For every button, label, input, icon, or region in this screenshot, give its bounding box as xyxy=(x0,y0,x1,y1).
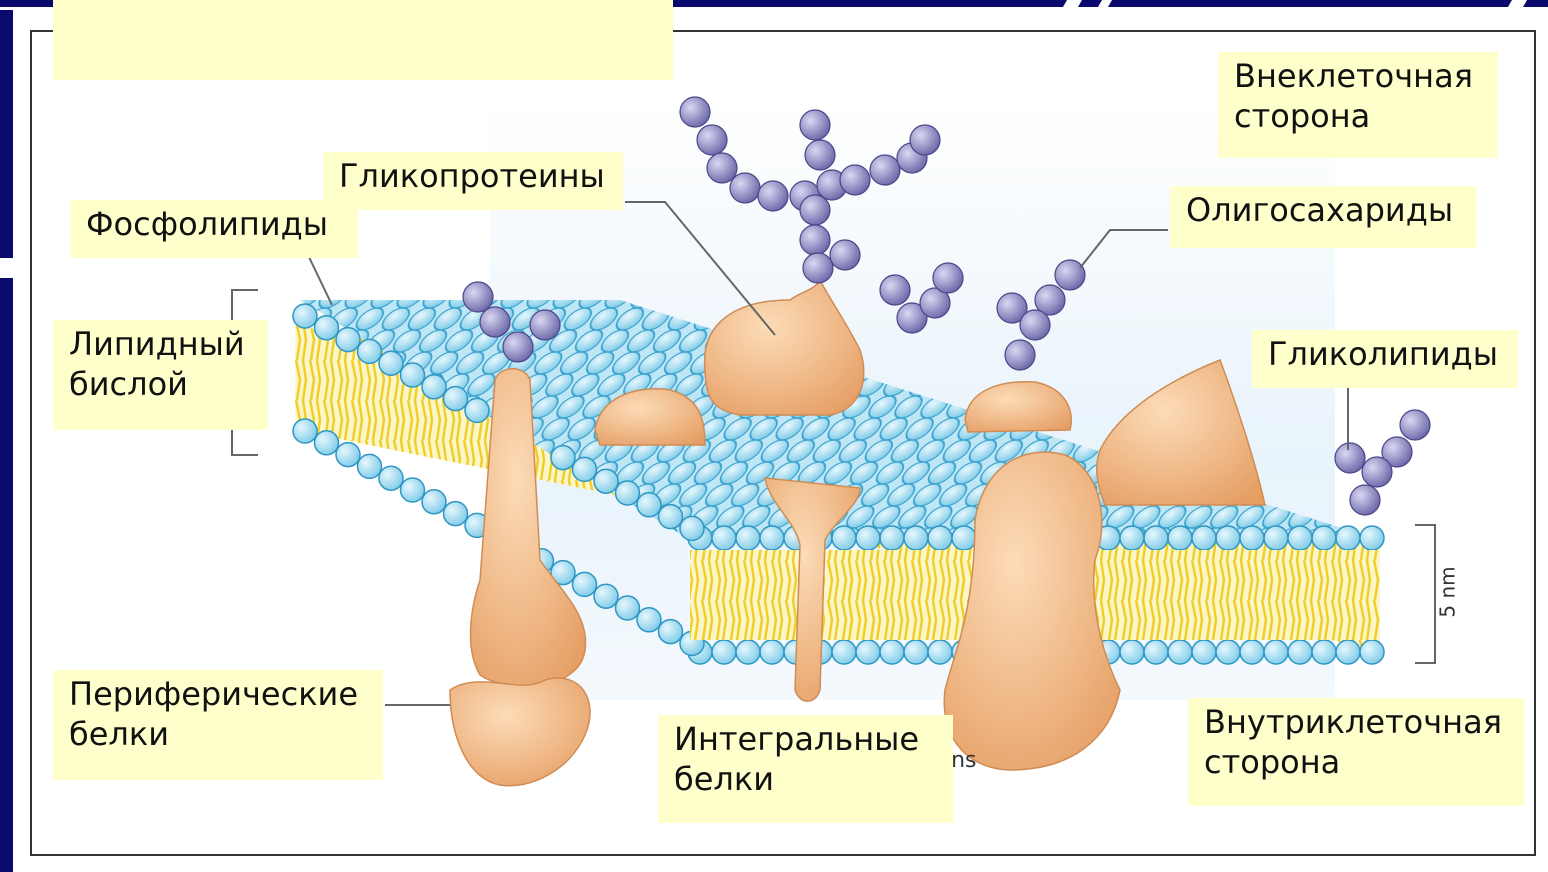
phospholipid-head xyxy=(1336,640,1360,664)
phospholipid-head xyxy=(637,493,661,517)
phospholipid-head xyxy=(1168,526,1192,550)
phospholipid-head xyxy=(1192,640,1216,664)
phospholipid-head xyxy=(760,526,784,550)
phospholipid-head xyxy=(952,526,976,550)
phospholipid-head xyxy=(465,398,489,422)
label-phospholipids: Фосфолипиды xyxy=(70,200,358,258)
phospholipid-head xyxy=(401,478,425,502)
phospholipid-head xyxy=(573,572,597,596)
phospholipid-head xyxy=(736,526,760,550)
phospholipid-head xyxy=(880,526,904,550)
phospholipid-head xyxy=(1360,526,1384,550)
phospholipid-head xyxy=(1120,526,1144,550)
phospholipid-head xyxy=(1288,526,1312,550)
phospholipid-head xyxy=(1240,640,1264,664)
phospholipid-head xyxy=(1216,640,1240,664)
phospholipid-head xyxy=(1264,640,1288,664)
phospholipid-head xyxy=(422,375,446,399)
phospholipid-head xyxy=(904,526,928,550)
phospholipid-head xyxy=(594,584,618,608)
phospholipid-head xyxy=(315,316,339,340)
phospholipid-head xyxy=(336,328,360,352)
phospholipid-head xyxy=(379,351,403,375)
phospholipid-head xyxy=(736,640,760,664)
phospholipid-head xyxy=(856,640,880,664)
phospholipid-head xyxy=(856,526,880,550)
phospholipid-head xyxy=(712,640,736,664)
phospholipid-head xyxy=(1144,640,1168,664)
phospholipid-head xyxy=(1312,640,1336,664)
phospholipid-head xyxy=(1264,526,1288,550)
phospholipid-head xyxy=(832,640,856,664)
peripheral-protein-bottom xyxy=(450,678,590,786)
phospholipid-head xyxy=(1168,640,1192,664)
phospholipid-head xyxy=(1120,640,1144,664)
label-glycolipids: Гликолипиды xyxy=(1252,330,1518,388)
phospholipid-head xyxy=(1192,526,1216,550)
phospholipid-head xyxy=(422,490,446,514)
phospholipid-head xyxy=(1312,526,1336,550)
integral-protein-triangle xyxy=(1097,360,1265,505)
title-placeholder-box xyxy=(53,0,673,80)
scale-bar-label: 5 nm xyxy=(1436,566,1460,617)
phospholipid-head xyxy=(928,640,952,664)
label-lipid-bilayer: Липидный бислой xyxy=(53,320,268,430)
phospholipid-head xyxy=(1360,640,1384,664)
phospholipid-head xyxy=(551,446,575,470)
phospholipid-head xyxy=(1336,526,1360,550)
phospholipid-head xyxy=(336,443,360,467)
label-oligosaccharides: Олигосахариды xyxy=(1170,186,1476,248)
phospholipid-head xyxy=(659,620,683,644)
label-integral-proteins: Интегральные белки xyxy=(658,715,953,823)
phospholipid-head xyxy=(832,526,856,550)
glycoprotein-shape xyxy=(705,280,864,415)
phospholipid-head xyxy=(659,505,683,529)
phospholipid-head xyxy=(880,640,904,664)
label-peripheral-proteins: Периферические белки xyxy=(53,670,383,780)
label-glycoproteins: Гликопротеины xyxy=(323,152,623,210)
phospholipid-head xyxy=(616,596,640,620)
phospholipid-head xyxy=(358,454,382,478)
phospholipid-head xyxy=(616,481,640,505)
phospholipid-head xyxy=(904,640,928,664)
phospholipid-head xyxy=(401,363,425,387)
phospholipid-head xyxy=(379,466,403,490)
phospholipid-head xyxy=(573,457,597,481)
phospholipid-head xyxy=(760,640,784,664)
phospholipid-head xyxy=(1144,526,1168,550)
phospholipid-head xyxy=(680,516,704,540)
phospholipid-head xyxy=(293,419,317,443)
phospholipid-head xyxy=(1216,526,1240,550)
phospholipid-head xyxy=(358,339,382,363)
label-extracellular: Внеклеточная сторона xyxy=(1218,52,1498,158)
phospholipid-head xyxy=(712,526,736,550)
label-intracellular: Внутриклеточная сторона xyxy=(1188,698,1524,806)
phospholipid-head xyxy=(637,608,661,632)
phospholipid-head xyxy=(293,304,317,328)
phospholipid-head xyxy=(315,431,339,455)
phospholipid-head xyxy=(594,469,618,493)
phospholipid-head xyxy=(444,502,468,526)
phospholipid-head xyxy=(1240,526,1264,550)
phospholipid-head xyxy=(1288,640,1312,664)
integral-protein-small xyxy=(965,382,1071,432)
phospholipid-head xyxy=(444,387,468,411)
phospholipid-head xyxy=(928,526,952,550)
